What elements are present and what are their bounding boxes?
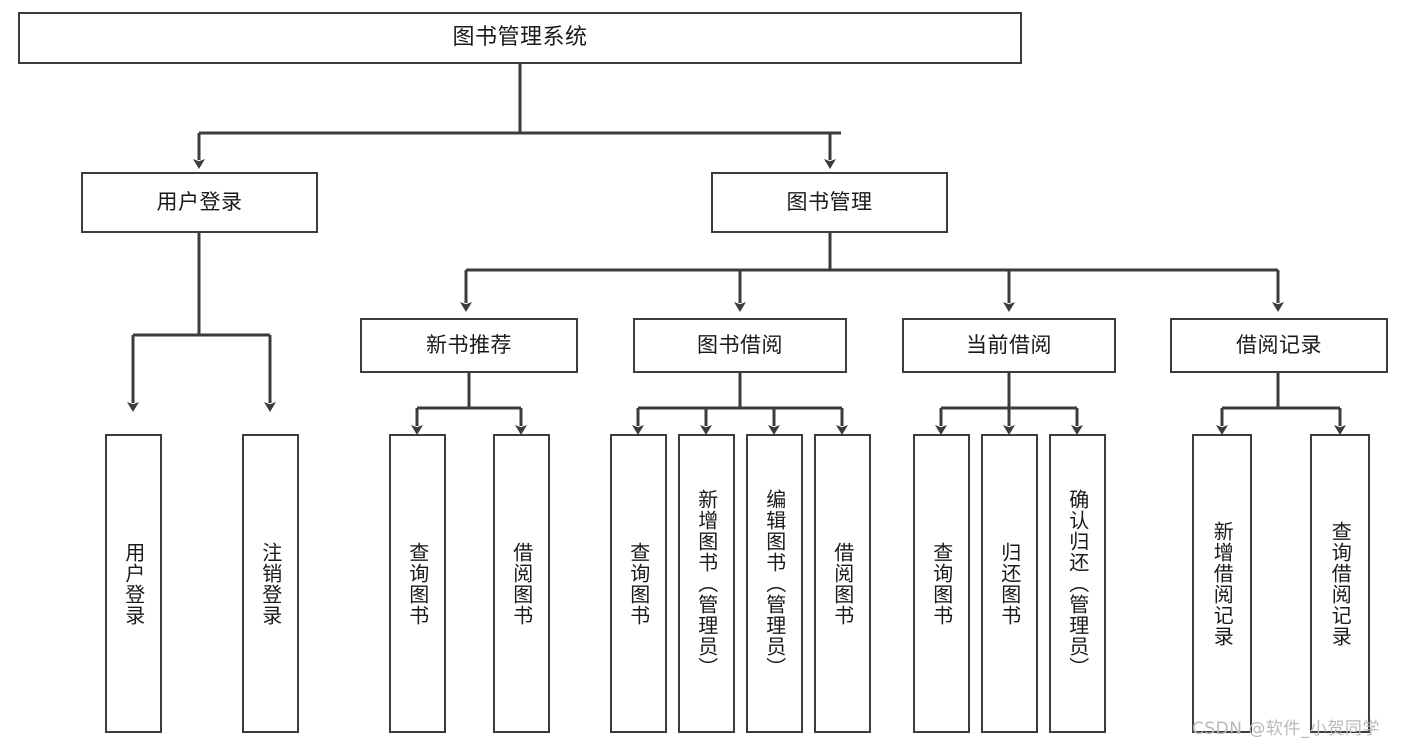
leaf-borrow-record-add[interactable]: 新增借阅记录 [1192, 434, 1252, 733]
leaf-current-borrow-return[interactable]: 归还图书 [981, 434, 1038, 733]
node-borrow-record[interactable]: 借阅记录 [1170, 318, 1388, 373]
leaf-book-borrow-add-label: 新增图书（管理员） [694, 489, 719, 678]
leaf-new-book-borrow[interactable]: 借阅图书 [493, 434, 550, 733]
leaf-user-login-signin-label: 用户登录 [121, 541, 146, 626]
leaf-book-borrow-borrow-label: 借阅图书 [830, 541, 855, 626]
node-book-management-label: 图书管理 [786, 190, 873, 215]
leaf-book-borrow-edit[interactable]: 编辑图书（管理员） [746, 434, 803, 733]
leaf-borrow-record-query[interactable]: 查询借阅记录 [1310, 434, 1370, 733]
node-new-book-recommend[interactable]: 新书推荐 [360, 318, 578, 373]
leaf-book-borrow-query[interactable]: 查询图书 [610, 434, 667, 733]
leaf-book-borrow-edit-label: 编辑图书（管理员） [762, 489, 787, 678]
leaf-current-borrow-return-label: 归还图书 [997, 541, 1022, 626]
leaf-book-borrow-add[interactable]: 新增图书（管理员） [678, 434, 735, 733]
node-user-login-label: 用户登录 [156, 190, 243, 215]
leaf-current-borrow-query[interactable]: 查询图书 [913, 434, 970, 733]
leaf-borrow-record-query-label: 查询借阅记录 [1328, 520, 1353, 647]
leaf-new-book-query-label: 查询图书 [405, 541, 430, 626]
node-book-management[interactable]: 图书管理 [711, 172, 948, 233]
node-book-borrow[interactable]: 图书借阅 [633, 318, 847, 373]
leaf-book-borrow-borrow[interactable]: 借阅图书 [814, 434, 871, 733]
leaf-new-book-query[interactable]: 查询图书 [389, 434, 446, 733]
node-current-borrow[interactable]: 当前借阅 [902, 318, 1116, 373]
leaf-user-login-signin[interactable]: 用户登录 [105, 434, 162, 733]
leaf-current-borrow-query-label: 查询图书 [929, 541, 954, 626]
leaf-new-book-borrow-label: 借阅图书 [509, 541, 534, 626]
leaf-current-borrow-confirm-return[interactable]: 确认归还（管理员） [1049, 434, 1106, 733]
leaf-user-login-signout-label: 注销登录 [258, 541, 283, 626]
leaf-book-borrow-query-label: 查询图书 [626, 541, 651, 626]
node-root-system-label: 图书管理系统 [452, 25, 588, 51]
leaf-user-login-signout[interactable]: 注销登录 [242, 434, 299, 733]
csdn-watermark: CSDN @软件_小贺同学 [1192, 719, 1380, 739]
leaf-current-borrow-confirm-return-label: 确认归还（管理员） [1065, 489, 1090, 678]
node-new-book-recommend-label: 新书推荐 [426, 333, 512, 358]
node-borrow-record-label: 借阅记录 [1236, 333, 1322, 358]
node-book-borrow-label: 图书借阅 [697, 333, 783, 358]
node-current-borrow-label: 当前借阅 [966, 333, 1052, 358]
leaf-borrow-record-add-label: 新增借阅记录 [1210, 520, 1235, 647]
node-user-login[interactable]: 用户登录 [81, 172, 318, 233]
node-root-system[interactable]: 图书管理系统 [18, 12, 1022, 64]
